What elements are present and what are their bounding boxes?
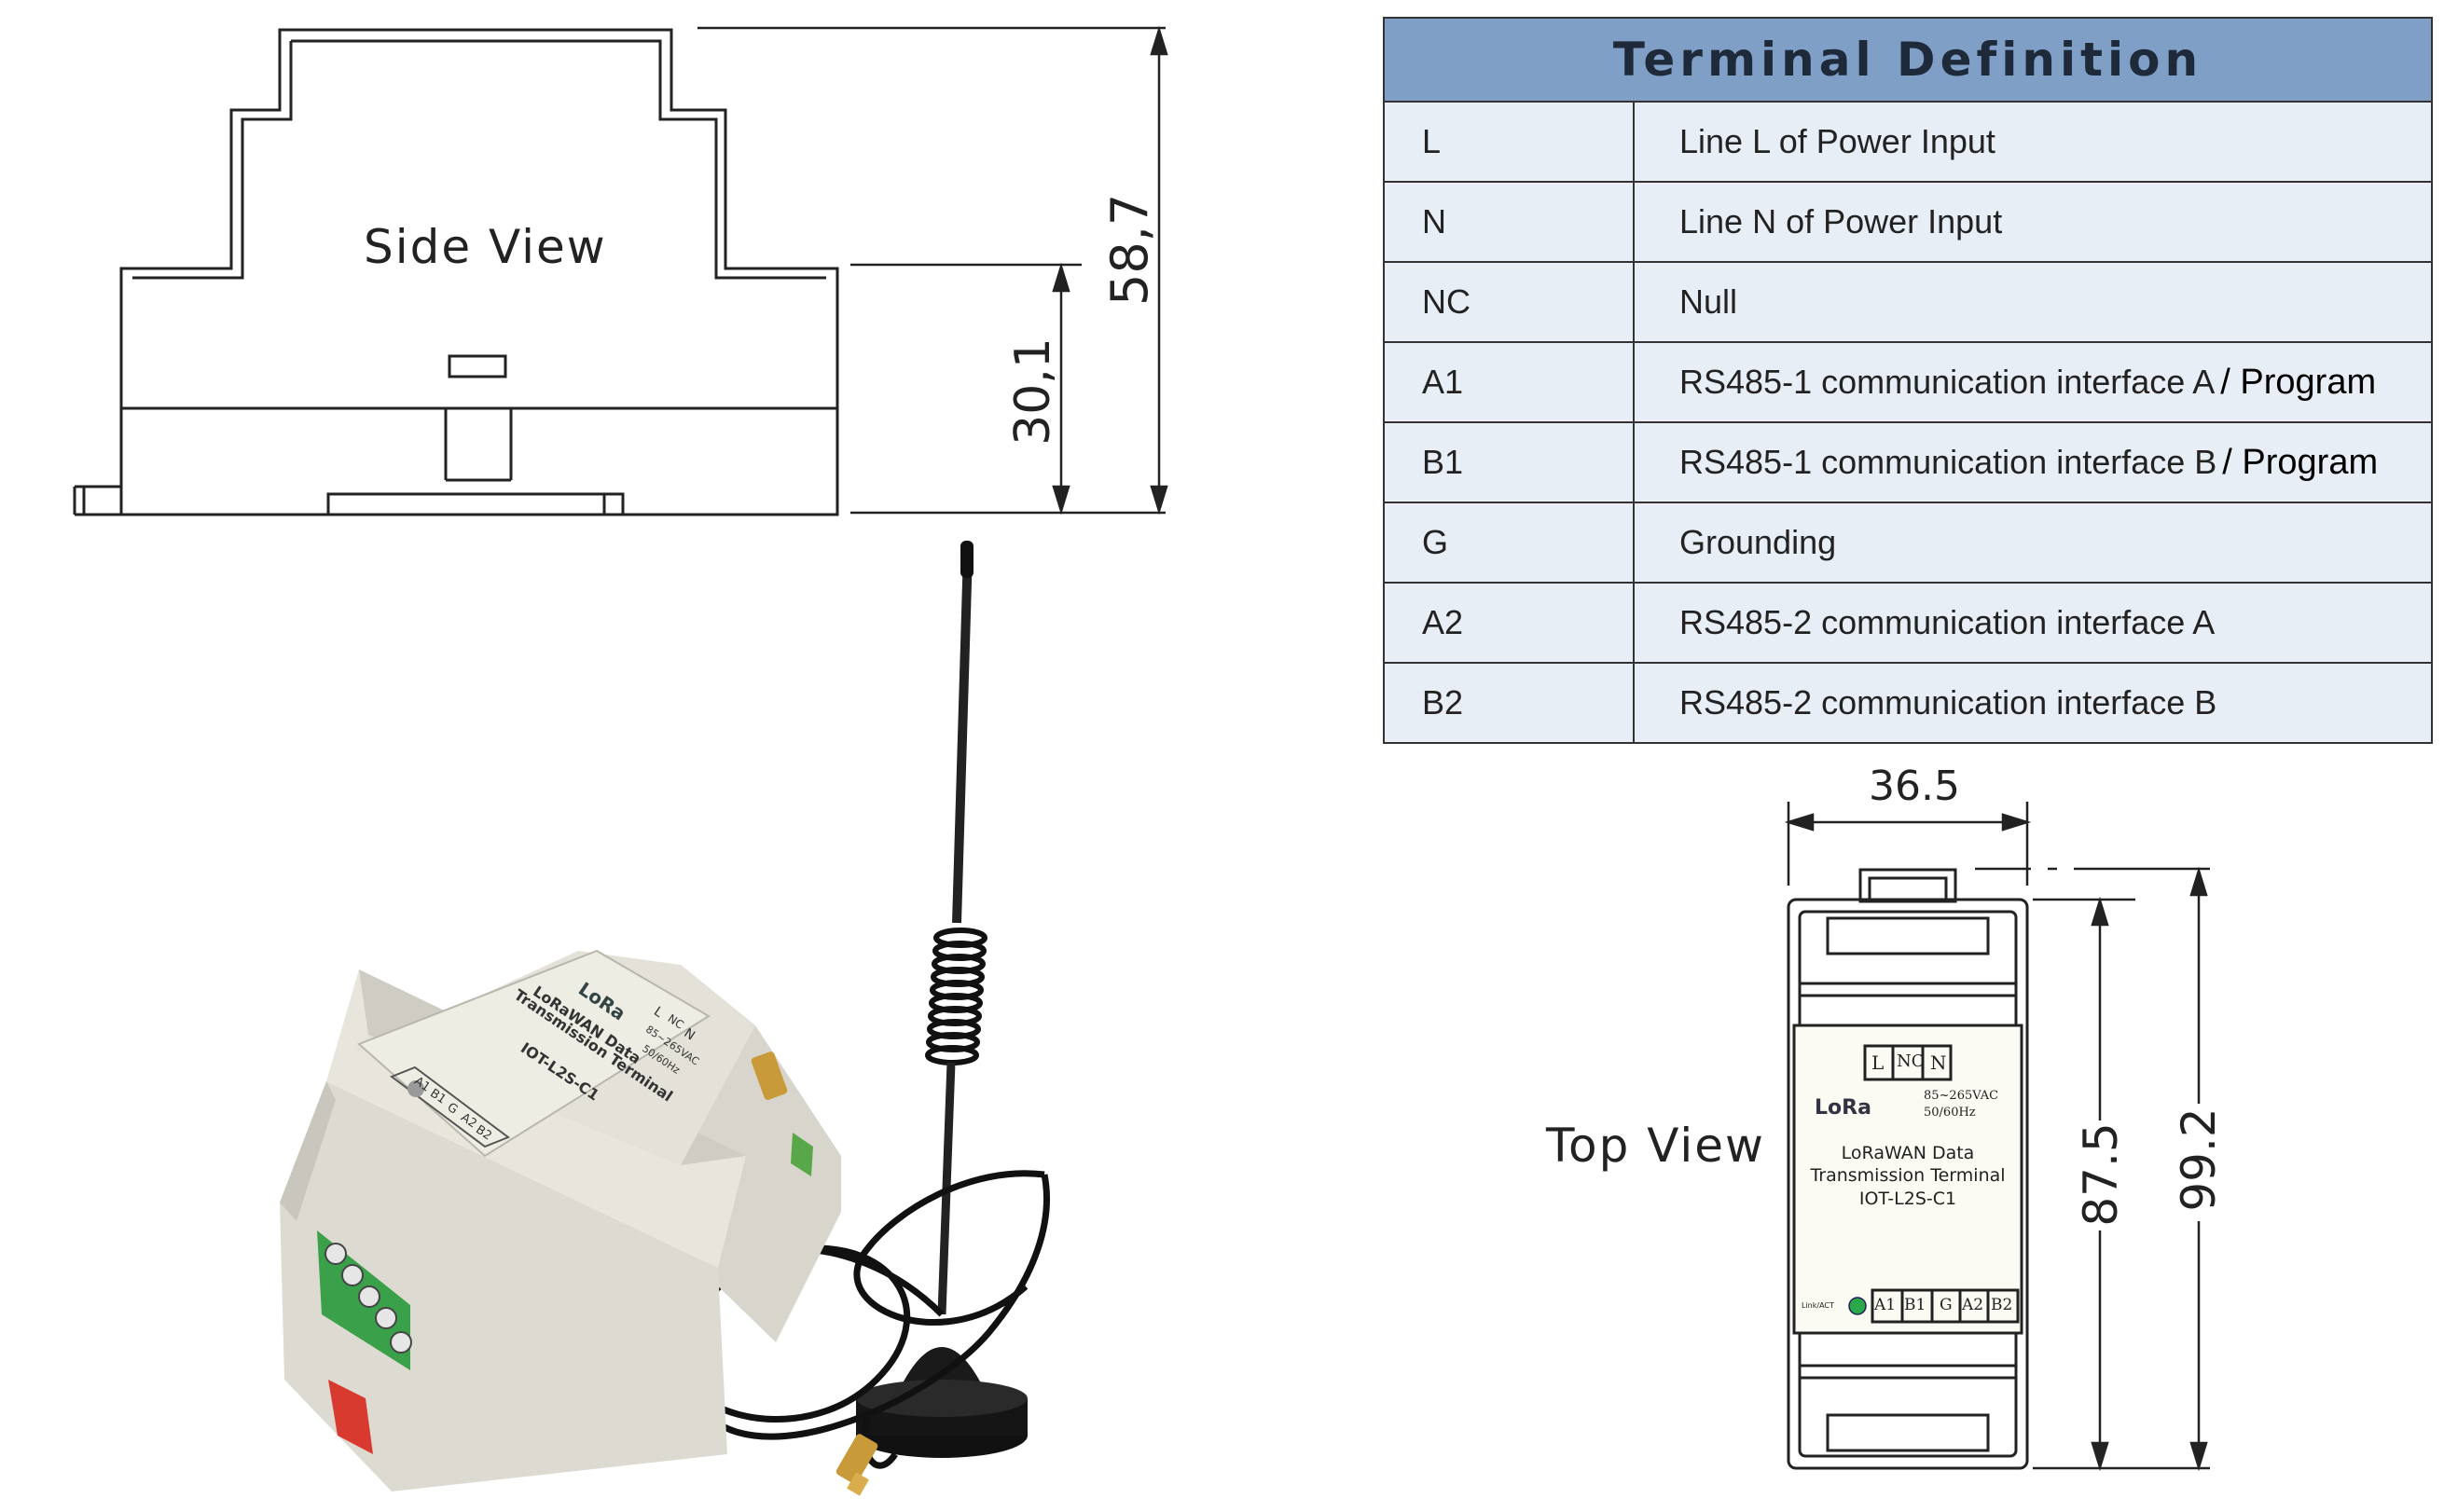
top-view-title: Top View xyxy=(1546,1119,1765,1173)
side-view-title: Side View xyxy=(364,220,607,274)
status-led-icon xyxy=(1848,1297,1867,1315)
terminal-description: Line L of Power Input xyxy=(1679,122,1995,160)
terminal-description: Grounding xyxy=(1679,523,1837,561)
terminal-code: G xyxy=(1385,503,1635,582)
terminal-description: Line N of Power Input xyxy=(1679,202,2003,241)
lora-logo: LoRa xyxy=(1815,1096,1871,1120)
table-row: A2 RS485-2 communication interface A xyxy=(1385,584,2431,664)
side-view-outline xyxy=(73,28,839,516)
table-row: N Line N of Power Input xyxy=(1385,183,2431,263)
table-row: G Grounding xyxy=(1385,503,2431,584)
top-terminal-NC: NC xyxy=(1897,1052,1925,1071)
device-line1: LoRaWAN Data xyxy=(1841,1143,1975,1163)
table-row: B1 RS485-1 communication interface B / P… xyxy=(1385,423,2431,503)
table-title: Terminal Definition xyxy=(1385,19,2431,103)
device-line2: Transmission Terminal xyxy=(1810,1165,2006,1186)
terminal-description: Null xyxy=(1679,282,1738,321)
top-terminal-L: L xyxy=(1871,1052,1885,1074)
terminal-code: NC xyxy=(1385,263,1635,341)
frequency-text: 50/60Hz xyxy=(1924,1106,1976,1120)
table-row: NC Null xyxy=(1385,263,2431,343)
link-act-label: Link/ACT xyxy=(1802,1301,1834,1310)
terminal-description: RS485-2 communication interface B xyxy=(1679,683,2217,722)
terminal-description: RS485-2 communication interface A xyxy=(1679,603,2216,641)
device-model: IOT-L2S-C1 xyxy=(1858,1189,1957,1209)
top-terminal-N: N xyxy=(1930,1052,1947,1074)
bottom-terminal-G: G xyxy=(1940,1296,1953,1314)
terminal-description-suffix: / Program xyxy=(2222,442,2379,482)
voltage-text: 85~265VAC xyxy=(1924,1089,1999,1103)
terminal-code: A2 xyxy=(1385,584,1635,662)
terminal-code: B2 xyxy=(1385,664,1635,742)
top-view-dim-width: 36.5 xyxy=(1869,763,1960,810)
bottom-terminal-A2: A2 xyxy=(1962,1296,1984,1314)
terminal-code: N xyxy=(1385,183,1635,261)
bottom-terminal-B2: B2 xyxy=(1991,1296,2013,1314)
terminal-code: A1 xyxy=(1385,343,1635,421)
table-row: B2 RS485-2 communication interface B xyxy=(1385,664,2431,742)
bottom-terminal-B1: B1 xyxy=(1904,1296,1926,1314)
bottom-terminal-A1: A1 xyxy=(1874,1296,1897,1314)
device-body xyxy=(280,949,841,1491)
table-row: A1 RS485-1 communication interface A / P… xyxy=(1385,343,2431,423)
terminal-description: RS485-1 communication interface A xyxy=(1679,363,2216,401)
terminal-description-suffix: / Program xyxy=(2220,362,2377,402)
terminal-code: L xyxy=(1385,103,1635,181)
table-row: L Line L of Power Input xyxy=(1385,103,2431,183)
terminal-definition-table: Terminal Definition L Line L of Power In… xyxy=(1383,17,2433,744)
sma-connector-icon xyxy=(835,1434,878,1496)
terminal-code: B1 xyxy=(1385,423,1635,502)
terminal-description: RS485-1 communication interface B xyxy=(1679,443,2217,481)
